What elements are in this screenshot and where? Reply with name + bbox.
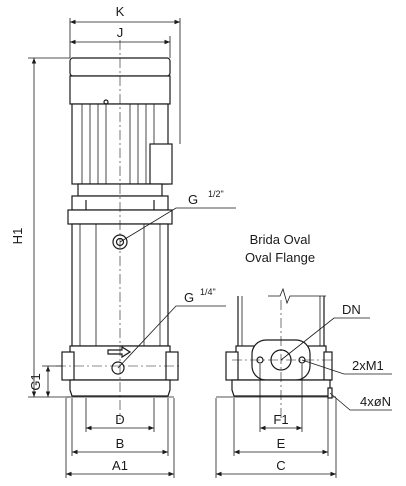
drain-plug [111, 361, 125, 375]
label-g-lower-size: 1/4" [200, 287, 216, 297]
label-d: D [115, 412, 124, 427]
label-k: K [116, 4, 125, 19]
labels: K J H1 G1 G 1/2" G 1/4" Brida Oval Oval … [10, 4, 391, 473]
label-b: B [116, 436, 125, 451]
dimension-lines [28, 18, 392, 478]
label-n: 4xøN [360, 394, 391, 409]
label-a1: A1 [112, 458, 128, 473]
leader-g-lower [117, 305, 226, 369]
leader-dn [280, 317, 370, 361]
label-h1: H1 [10, 228, 25, 245]
break-line [268, 287, 326, 305]
label-m1: 2xM1 [352, 358, 384, 373]
label-g-upper-size: 1/2" [208, 189, 224, 199]
motor-fins [81, 104, 155, 184]
label-g1: G1 [28, 373, 43, 390]
leader-m1 [301, 359, 392, 375]
pump-front-view [56, 40, 182, 420]
leader-g-upper [119, 207, 236, 243]
label-j: J [117, 25, 124, 40]
label-f1: F1 [273, 412, 288, 427]
flange-title-en: Oval Flange [245, 250, 315, 265]
lifting-eye [103, 99, 109, 105]
label-dn: DN [342, 302, 361, 317]
flow-arrow [107, 345, 132, 359]
label-g-lower: G [184, 290, 194, 305]
pump-side-view [216, 287, 336, 420]
leader-n [329, 392, 392, 411]
label-e: E [277, 436, 286, 451]
label-c: C [276, 458, 285, 473]
label-g-upper: G [188, 192, 198, 207]
terminal-box [149, 143, 173, 185]
flange-title-es: Brida Oval [250, 232, 311, 247]
